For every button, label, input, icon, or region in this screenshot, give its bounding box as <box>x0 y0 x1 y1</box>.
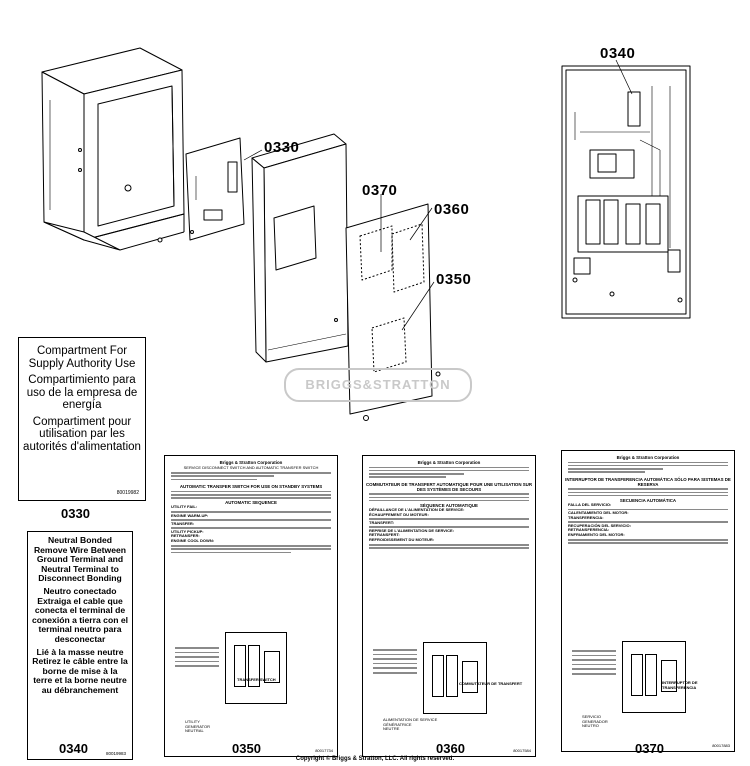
decal-0350-term: ENGINE COOL DOWN: <box>171 538 215 544</box>
decal-0360: Briggs & Stratton Corporation COMMUTATEU… <box>362 455 536 757</box>
enclosure-box <box>41 47 185 251</box>
decal-0360-heading: COMMUTATEUR DE TRANSFERT AUTOMATIQUE POU… <box>365 481 533 492</box>
callout-0350: 0350 <box>436 271 472 288</box>
decal-0350-part-number: 80017734 <box>315 748 333 754</box>
callout-0360: 0360 <box>434 201 470 218</box>
front-cover-panel <box>251 133 349 363</box>
decal-0350-term: UTILITY FAIL: <box>171 504 198 510</box>
callout-0330: 0330 <box>264 139 300 156</box>
decal-0350-table-cell: GENERATOR <box>185 723 210 729</box>
decal-0370-table-cell: NEUTRO <box>582 723 599 729</box>
callout-0370: 0370 <box>362 182 398 199</box>
decal-0370-wiring-diagram <box>622 641 686 713</box>
label-number-0370: 0370 <box>635 741 664 756</box>
label-0340-spanish: Neutro conectado Extraiga el cable que c… <box>32 585 128 644</box>
label-0330-english: Compartment For Supply Authority Use <box>28 345 136 370</box>
decal-0350-table-cell: NEUTRAL <box>185 728 204 734</box>
decal-0350-term: ENGINE WARM-UP: <box>171 512 209 518</box>
decal-0360-wiring-diagram <box>423 642 487 714</box>
decal-0360-table-cell: GÉNÉRATRICE <box>383 721 412 727</box>
decal-0360-table-cell: NEUTRE <box>383 726 400 732</box>
decal-0370-term: FALLA DEL SERVICIO: <box>568 501 612 507</box>
decal-0350-term: UTILITY PICKUP: <box>171 528 204 534</box>
decal-0350: Briggs & Stratton Corporation SERVICE DI… <box>164 455 338 757</box>
decal-0360-part-number: 80017584 <box>513 748 531 754</box>
decal-0370-sequence: SECUENCIA AUTOMÁTICA <box>619 497 677 503</box>
transfer-switch-interior <box>561 65 691 319</box>
label-0340-part-number: 80019983 <box>105 751 126 756</box>
copyright-notice: Copyright © Briggs & Stratton, LLC. All … <box>295 756 455 762</box>
decal-0350-subtitle: SERVICE DISCONNECT SWITCH AND AUTOMATIC … <box>183 465 319 470</box>
decal-0350-heading: AUTOMATIC TRANSFER SWITCH FOR USE ON STA… <box>179 484 323 490</box>
decal-0360-switch-label: COMMUTATEUR DE TRANSFERT <box>459 681 523 686</box>
decal-0350-switch-label: TRANSFER SWITCH <box>237 677 276 682</box>
decal-0360-term: ÉCHAUFFEMENT DU MOTEUR: <box>369 511 429 517</box>
decal-0370-term: ENFRIAMIENTO DEL MOTOR: <box>568 532 625 538</box>
decal-0370-table-cell: SERVICIO <box>582 714 602 719</box>
label-0330: Compartment For Supply Authority Use Com… <box>18 337 146 501</box>
label-number-0350: 0350 <box>232 741 261 756</box>
decal-0360-term: RETRANSFERT: <box>369 532 400 538</box>
label-number-0340: 0340 <box>59 741 88 756</box>
decal-0360-sequence: SÉQUENCE AUTOMATIQUE <box>420 502 478 508</box>
label-0340-french: Lié à la masse neutre Retirez le câble e… <box>32 646 128 695</box>
decal-0350-term: RETRANSFER: <box>171 533 200 539</box>
decal-0370-part-number: 80017883 <box>712 743 730 749</box>
label-0330-spanish: Compartimiento para uso de la empresa de… <box>26 374 138 411</box>
label-0330-part-number: 80019982 <box>116 490 139 496</box>
label-number-0330: 0330 <box>61 506 90 521</box>
decal-0360-term: REFROIDISSEMENT DU MOTEUR: <box>369 537 435 543</box>
leader-0340 <box>615 59 633 95</box>
decal-0370-term: TRANSFERENCIA: <box>568 514 604 520</box>
inner-panel-0330 <box>185 137 245 241</box>
dead-front-panel <box>345 203 441 421</box>
briggs-stratton-watermark: BRIGGS&STRATTON <box>284 368 472 402</box>
decal-0360-table-cell: ALIMENTATION DE SERVICE <box>383 717 438 722</box>
decal-0370-term: RETRANSFERENCIA: <box>568 527 610 533</box>
decal-0350-sequence: AUTOMATIC SEQUENCE <box>225 500 277 506</box>
decal-0370-term: RECUPERACIÓN DEL SERVICIO: <box>568 522 631 528</box>
decal-0370-heading: INTERRUPTOR DE TRANSFERENCIA AUTOMÁTICA … <box>565 476 731 487</box>
leader-0360 <box>409 207 433 241</box>
decal-0370-table-cell: GENERADOR <box>582 718 608 724</box>
decal-0370-term: CALENTAMIENTO DEL MOTOR: <box>568 510 629 516</box>
decal-0370: Briggs & Stratton Corporation INTERRUPTO… <box>561 450 735 752</box>
label-0340-english: Neutral Bonded Remove Wire Between Groun… <box>33 535 127 584</box>
decal-0370-switch-label: INTERRUPTOR DE TRANSFERENCIA <box>662 680 698 690</box>
leader-0350 <box>401 281 435 331</box>
decal-0370-company: Briggs & Stratton Corporation <box>616 455 680 460</box>
decal-0360-term: REPRISE DE L'ALIMENTATION DE SERVICE: <box>369 527 454 533</box>
leader-0330 <box>243 149 263 161</box>
label-0340: Neutral Bonded Remove Wire Between Groun… <box>27 531 133 760</box>
decal-0350-table-cell: UTILITY <box>185 719 200 724</box>
decal-0360-term: DÉFAILLANCE DE L'ALIMENTATION DE SERVICE… <box>369 506 465 512</box>
decal-0360-term: TRANSFERT: <box>369 519 395 525</box>
decal-0350-wiring-diagram <box>225 632 287 704</box>
label-0330-french: Compartiment pour utilisation par les au… <box>23 415 141 453</box>
label-number-0360: 0360 <box>436 741 465 756</box>
callout-0340: 0340 <box>600 45 636 62</box>
decal-0350-company: Briggs & Stratton Corporation <box>219 460 283 465</box>
decal-0350-term: TRANSFER: <box>171 520 195 526</box>
decal-0360-company: Briggs & Stratton Corporation <box>417 460 481 465</box>
